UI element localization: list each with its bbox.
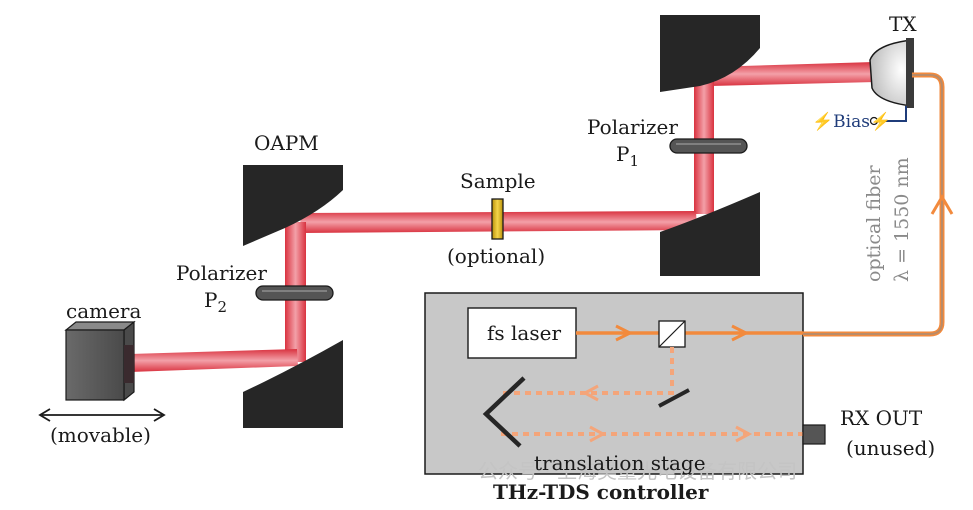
- bias-terminal: [869, 116, 879, 126]
- oapm-label: OAPM: [254, 131, 319, 155]
- polarizer-p1-label: Polarizer: [587, 115, 678, 139]
- mirror-bottom-left: [243, 340, 343, 428]
- movable-arrow-right-head: [153, 408, 166, 422]
- optional-label: (optional): [447, 244, 545, 268]
- polarizer-p1-sub: 1: [629, 152, 639, 170]
- thz-beam-tx-to-mirror: [708, 62, 876, 86]
- thz-beam-to-camera: [130, 349, 298, 372]
- bias-wire: [874, 106, 907, 122]
- sample-label: Sample: [460, 169, 536, 193]
- retroreflector: [482, 376, 526, 448]
- beam-splitter-diagonal: [658, 320, 686, 348]
- laser-arrow-1: [615, 324, 634, 342]
- camera-label: camera: [66, 299, 141, 323]
- optical-fiber-sheath: [803, 74, 943, 335]
- fiber-label-line2: λ = 1550 nm: [891, 157, 913, 282]
- polarizer-p1-symbol: P1: [616, 142, 639, 170]
- movable-label: (movable): [50, 423, 151, 447]
- delay-arrow-right-2: [735, 425, 753, 443]
- polarizer-p2-sub: 2: [217, 298, 227, 316]
- delay-arrow-left: [581, 384, 599, 402]
- bias-text: Bias: [833, 112, 870, 132]
- mirror-top-right-upper: [660, 15, 760, 92]
- mirror-top-right-lower: [660, 192, 760, 276]
- rx-out-port: [802, 424, 826, 445]
- controller-label: THz-TDS controller: [493, 480, 709, 504]
- polarizer-p2-p: P: [204, 288, 217, 312]
- camera-body: [65, 329, 125, 401]
- tx-label: TX: [889, 12, 917, 36]
- bias-glyph-left: ⚡: [812, 111, 833, 132]
- polarizer-p2-symbol: P2: [204, 288, 227, 316]
- laser-arrow-2: [731, 324, 750, 342]
- sample-element: [491, 198, 504, 240]
- bias-label: ⚡Bias⚡: [812, 111, 891, 132]
- polarizer-p2-label: Polarizer: [176, 261, 267, 285]
- fiber-label-line1: optical fiber: [863, 165, 885, 282]
- fiber-direction-arrow: [930, 194, 954, 215]
- camera-top: [64, 321, 136, 331]
- unused-label: (unused): [846, 436, 935, 460]
- movable-arrow-left-head: [38, 408, 51, 422]
- delay-arrow-right-1: [589, 425, 607, 443]
- polarizer-p1-p: P: [616, 142, 629, 166]
- controller-mirror-small: [658, 388, 690, 408]
- fs-laser-label: fs laser: [487, 321, 561, 345]
- rx-out-label: RX OUT: [840, 406, 923, 430]
- polarizer-p2: [255, 285, 334, 301]
- laser-delay-path: [501, 347, 808, 436]
- polarizer-p1: [669, 138, 748, 154]
- bias-glyph-right: ⚡: [870, 111, 891, 132]
- mirror-oapm: [243, 165, 343, 246]
- watermark: 公众号 · 上海昊量光电设备有限公司: [478, 459, 797, 483]
- tx-emitter: [869, 39, 913, 107]
- camera-sensor: [124, 345, 134, 383]
- translation-stage-label: translation stage: [534, 451, 706, 475]
- tx-mount: [906, 38, 914, 108]
